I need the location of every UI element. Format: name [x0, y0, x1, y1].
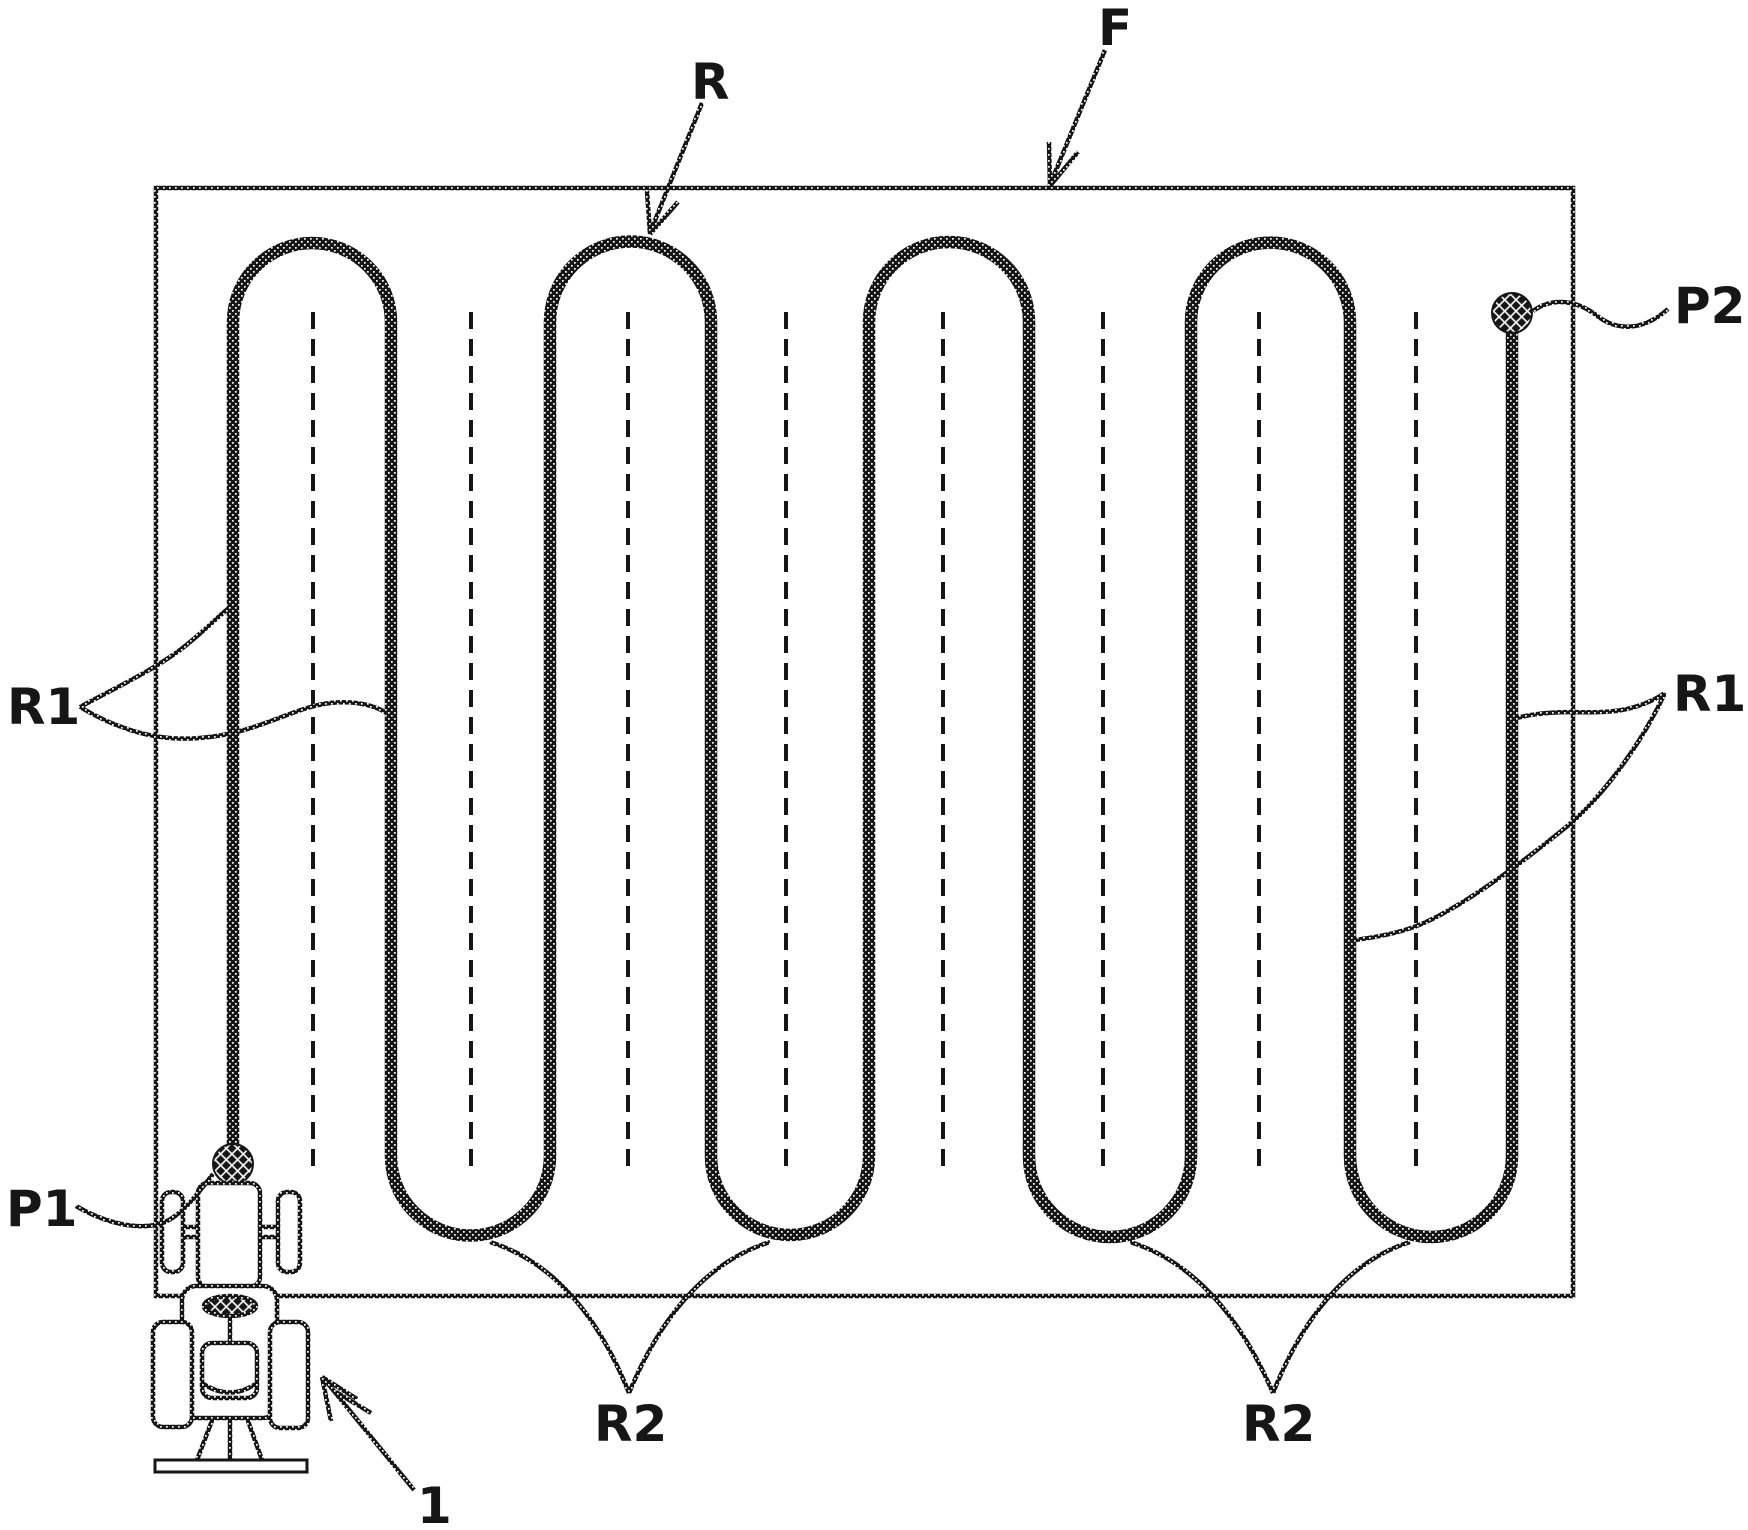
- route-path: [226, 235, 1519, 1244]
- right-r2-leader: [1270, 1239, 1411, 1394]
- start-point-marker: [212, 1143, 254, 1185]
- vehicle-arrow-accent: [334, 1390, 373, 1415]
- left-r2-leader: [489, 1239, 632, 1394]
- label-end-point: P2: [1674, 277, 1745, 335]
- field-arrow-shaft: [1047, 49, 1108, 186]
- label-right-turn: R2: [1242, 1395, 1315, 1453]
- right-r1-leader-upper: [1512, 691, 1667, 722]
- route-arrow-head: [644, 190, 680, 236]
- implement-base-bar: [153, 1458, 309, 1474]
- implement-right-panel: [267, 1319, 311, 1431]
- tractor: [150, 1180, 311, 1474]
- vehicle-arrow-head: [319, 1375, 359, 1422]
- p1-leader: [74, 1172, 215, 1229]
- field-arrow-head: [1046, 141, 1080, 188]
- pass-guide-lines: [311, 312, 1418, 1175]
- p2-leader: [1531, 299, 1670, 329]
- implement-left-panel: [150, 1319, 195, 1430]
- label-right-straight: R1: [1673, 665, 1746, 723]
- tractor-right-wheel: [275, 1189, 303, 1275]
- tractor-body: [195, 1180, 263, 1290]
- label-left-turn: R2: [594, 1395, 667, 1453]
- label-field: F: [1098, 0, 1132, 57]
- route-arrow-shaft: [647, 102, 705, 234]
- end-point-marker: [1491, 292, 1533, 334]
- right-r1-leader-lower: [1354, 692, 1668, 943]
- label-route: R: [691, 53, 730, 111]
- label-left-straight: R1: [7, 678, 80, 736]
- left-r2-leader: [626, 1239, 771, 1394]
- label-vehicle: 1: [417, 1477, 452, 1530]
- implement-roller-curve: [200, 1381, 259, 1395]
- implement-inner-unit: [199, 1340, 260, 1401]
- hitch-coupling: [201, 1293, 259, 1319]
- implement-strut: [244, 1417, 265, 1461]
- tractor-left-wheel: [159, 1189, 186, 1275]
- implement-strut: [194, 1417, 216, 1461]
- vehicle-arrow-shaft: [323, 1378, 416, 1492]
- right-r2-leader: [1129, 1239, 1276, 1394]
- left-r1-leader-upper: [78, 603, 235, 709]
- field-boundary: [153, 185, 1576, 1299]
- annotations: [74, 49, 1670, 1492]
- left-r1-leader-lower: [78, 700, 392, 741]
- label-start-point: P1: [6, 1180, 77, 1238]
